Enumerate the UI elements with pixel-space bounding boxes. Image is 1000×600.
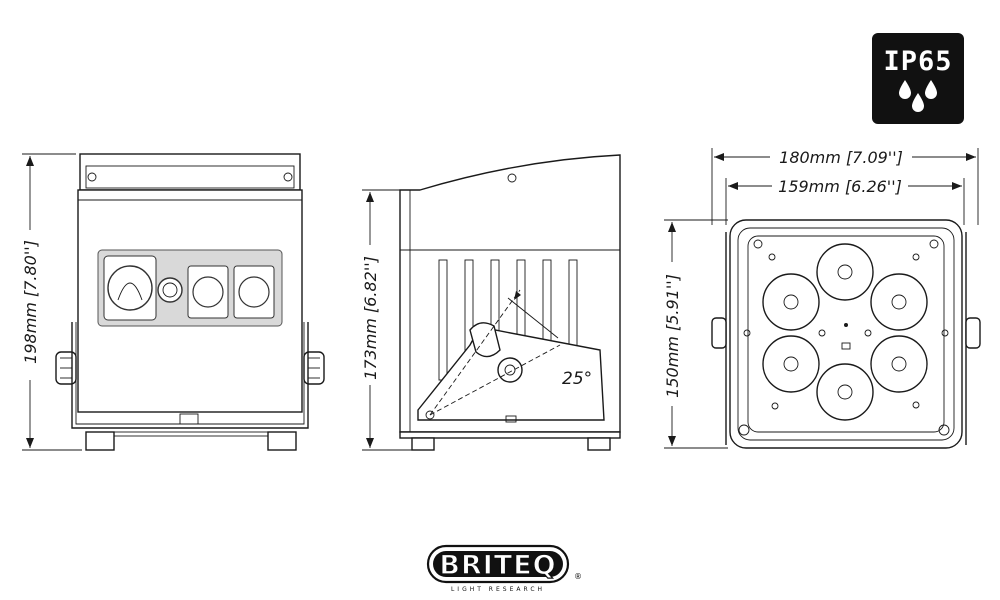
water-drops-icon — [899, 80, 937, 112]
led-lens — [816, 363, 874, 421]
led-lens — [870, 273, 928, 331]
ip65-label: IP65 — [883, 46, 952, 77]
rear-inner-width-label: 159mm [6.26''] — [778, 177, 902, 196]
front-view: 198mm [7.80''] — [20, 153, 325, 451]
led-lenses — [762, 243, 928, 421]
logo-registered: ® — [574, 572, 582, 581]
briteq-logo: BRITEQ ® LIGHT RESEARCH — [426, 544, 582, 593]
side-height-label: 173mm [6.82''] — [361, 256, 380, 380]
led-lens — [816, 243, 874, 301]
ip65-badge: IP65 — [872, 33, 964, 124]
power-connector-icon — [107, 265, 153, 311]
led-lens — [762, 273, 820, 331]
logo-tagline: LIGHT RESEARCH — [451, 586, 545, 593]
rear-outer-width-label: 180mm [7.09''] — [779, 148, 903, 167]
left-bracket-knob-icon — [711, 317, 727, 349]
led-lens — [870, 335, 928, 393]
tilt-knob-icon — [497, 357, 523, 383]
tilt-angle-label: 25° — [562, 369, 592, 389]
right-bracket-knob-icon — [965, 317, 981, 349]
rear-height-label: 150mm [5.91''] — [663, 274, 682, 398]
logo-wordmark: BRITEQ — [439, 550, 556, 581]
fuse-holder-icon — [157, 277, 183, 303]
front-height-label: 198mm [7.80''] — [21, 240, 40, 364]
dmx-in-connector-icon — [192, 276, 224, 308]
led-lens — [762, 335, 820, 393]
rear-view: 180mm [7.09''] 159mm [6.26''] — [662, 146, 981, 449]
dmx-out-connector-icon — [238, 276, 270, 308]
side-view: 25° 173mm [6.82''] — [360, 154, 621, 451]
